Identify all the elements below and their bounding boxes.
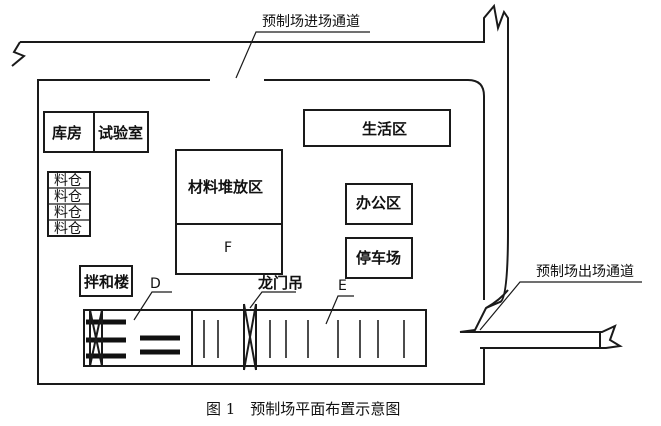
lab-label: 试验室: [98, 124, 143, 142]
exit-road-label: 预制场出场通道: [536, 264, 634, 280]
living-area-label: 生活区: [362, 120, 407, 138]
exit-road-upper-line: [485, 289, 509, 309]
gantry-crane-left: [89, 309, 103, 367]
material-bins: 料仓 料仓 料仓 料仓: [47, 171, 91, 237]
entry-road-outer-line: [20, 3, 623, 349]
warehouse-lab-block: [43, 111, 149, 153]
mixer-label: 拌和楼: [84, 273, 129, 291]
area-e-label: E: [338, 278, 347, 294]
exit-road-leader: [479, 281, 642, 331]
casting-beds: [203, 320, 405, 358]
gantry-crane-right: [243, 303, 257, 371]
compound-boundary-left: [37, 79, 485, 385]
area-d-label: D: [150, 276, 161, 292]
entry-road-leader: [235, 31, 370, 79]
e-leader: [325, 295, 354, 325]
d-leader: [133, 291, 172, 321]
gantry-leader: [249, 291, 296, 309]
entry-road-label: 预制场进场通道: [262, 14, 360, 30]
compound-boundary-right-top: [264, 79, 485, 300]
mixer-block: [79, 265, 133, 297]
parking-label: 停车场: [356, 249, 401, 267]
bin-label-2: 料仓: [54, 189, 82, 205]
material-yard-label: 材料堆放区: [188, 178, 263, 196]
figure-caption: 图 1 预制场平面布置示意图: [206, 400, 400, 418]
precast-line-e: [191, 309, 427, 367]
bin-label-1: 料仓: [54, 173, 82, 189]
left-break-mark: [11, 41, 26, 67]
warehouse-label: 库房: [52, 124, 82, 142]
office-label: 办公区: [356, 194, 401, 212]
living-area-block: [303, 109, 451, 147]
bin-label-3: 料仓: [54, 205, 82, 221]
bin-label-4: 料仓: [54, 221, 82, 237]
material-yard-block: [175, 149, 283, 275]
parking-block: [345, 237, 413, 279]
gantry-label: 龙门吊: [257, 274, 303, 292]
office-block: [345, 183, 413, 225]
area-f-label: F: [224, 240, 232, 256]
